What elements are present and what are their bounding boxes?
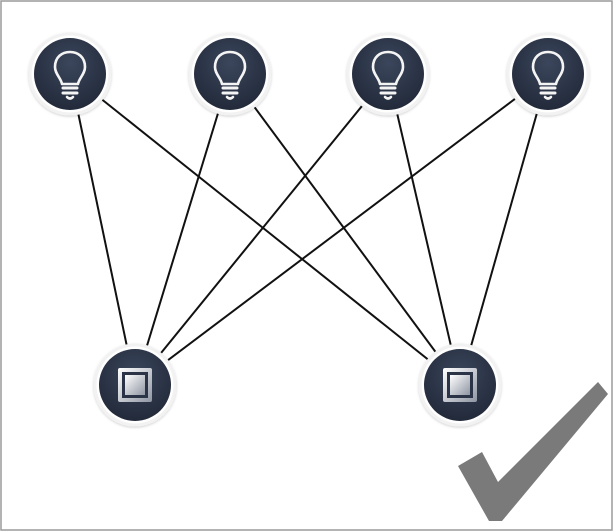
wall-switch-icon xyxy=(443,368,477,402)
lightbulb-icon xyxy=(371,50,405,100)
node-disc xyxy=(512,38,584,110)
connection-line xyxy=(134,73,389,386)
wall-switch-icon xyxy=(118,368,152,402)
connection-line xyxy=(229,73,461,386)
connection-lines xyxy=(69,73,549,386)
connection-line xyxy=(69,73,461,386)
switch-2-node xyxy=(418,343,502,427)
lightbulb-icon xyxy=(53,50,87,100)
lightbulb-icon xyxy=(213,50,247,100)
checkmark-icon xyxy=(458,382,608,521)
bulb-1-node xyxy=(28,32,112,116)
connection-line xyxy=(459,73,549,386)
lightbulb-icon xyxy=(531,50,565,100)
bulb-2-node xyxy=(188,32,272,116)
connection-line xyxy=(69,73,136,386)
connection-line xyxy=(134,73,549,386)
bulb-3-node xyxy=(346,32,430,116)
switch-1-node xyxy=(93,343,177,427)
node-disc xyxy=(352,38,424,110)
node-disc xyxy=(194,38,266,110)
connection-line xyxy=(387,73,461,386)
node-disc xyxy=(34,38,106,110)
device-nodes xyxy=(28,32,590,427)
connection-line xyxy=(134,73,231,386)
bulb-4-node xyxy=(506,32,590,116)
